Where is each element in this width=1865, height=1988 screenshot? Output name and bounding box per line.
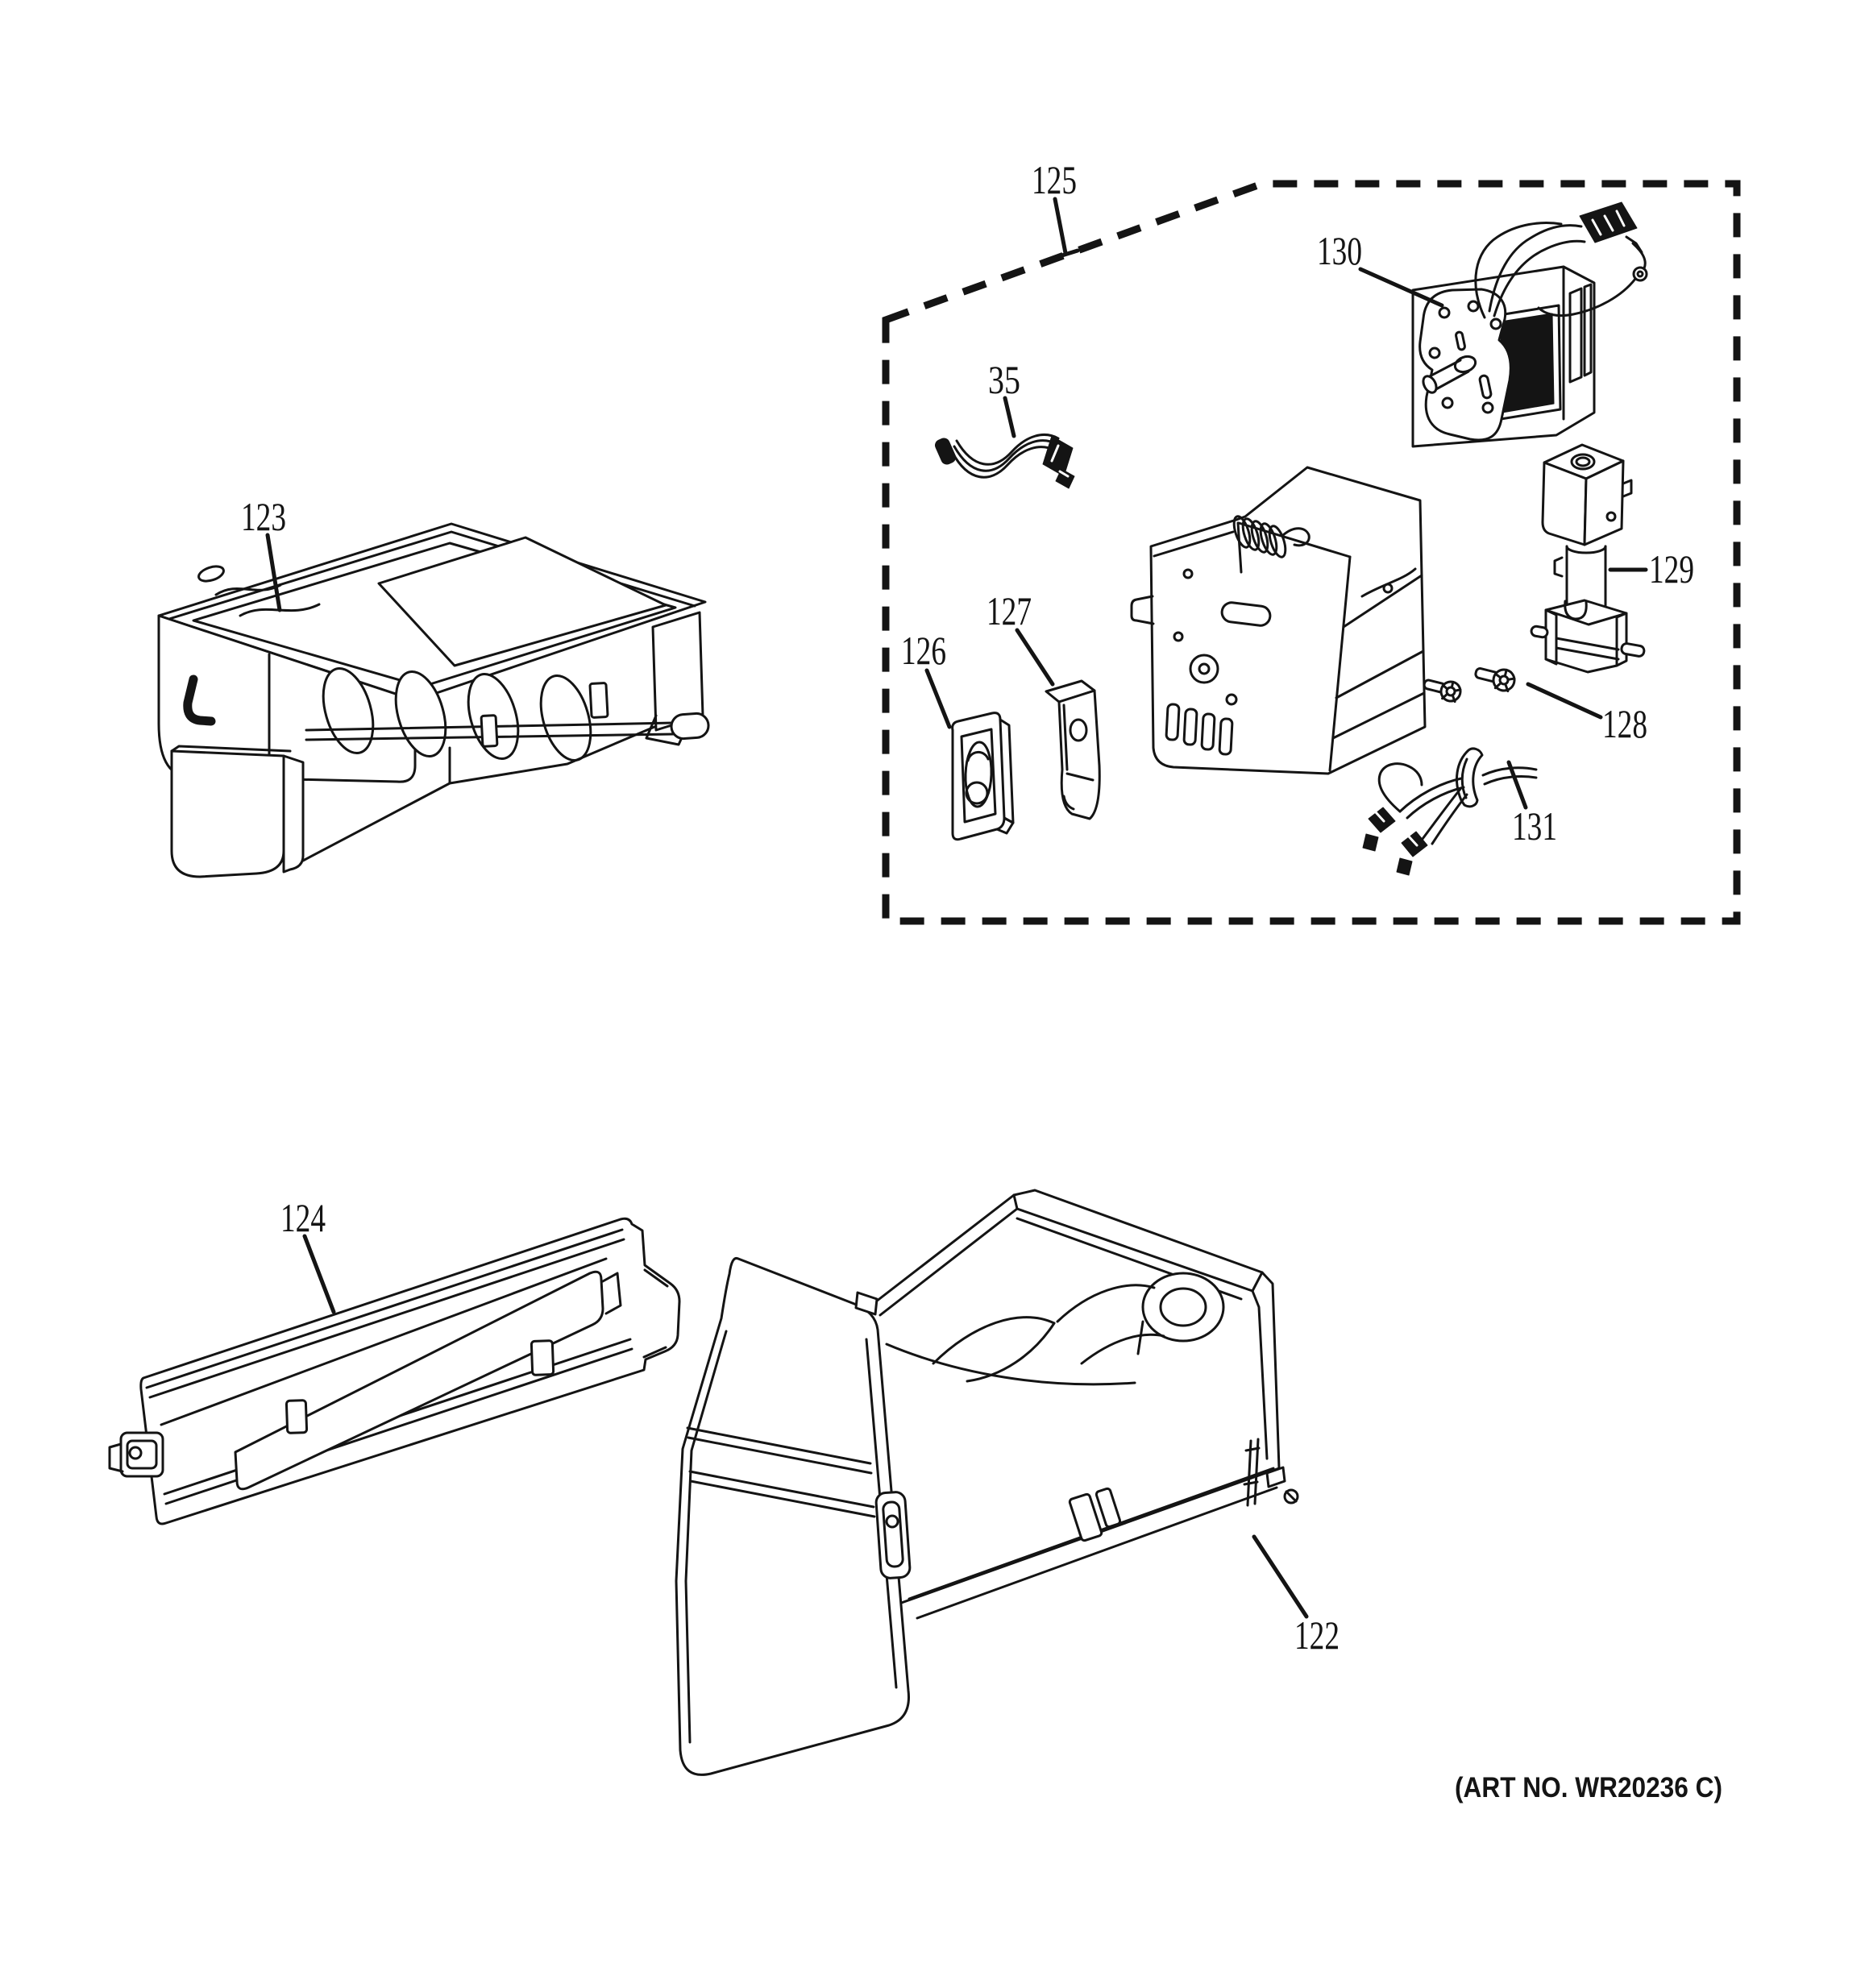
callout-123: 123 [241,494,286,539]
callout-129: 129 [1649,546,1694,591]
kit-boundary-box [882,180,1741,925]
icemaker-assembly-part-123 [157,522,710,878]
leader-124 [302,1234,336,1314]
screw [1423,679,1462,703]
ground-ring-terminal [1632,266,1648,282]
motor-gear-plate [1418,288,1512,442]
callout-130: 130 [1317,228,1362,273]
icemaker-mount-hook [183,674,216,726]
kit-boundary-outline [882,180,1741,925]
jumper-lead-part-35 [935,434,1075,489]
switch-part-126 [951,712,1015,841]
motor-shaft [1422,375,1438,394]
icemaker-control-module [1130,466,1427,775]
leader-125 [1052,197,1080,260]
leader-123 [265,533,282,612]
leader-128 [1526,682,1603,720]
callout-125: 125 [1032,157,1077,202]
screw [1474,667,1516,693]
callout-128: 128 [1602,701,1647,746]
auger-motor-part-130 [1411,201,1648,448]
bucket-auger-hub [1141,1272,1225,1343]
leader-127 [1015,628,1055,687]
callout-35: 35 [988,357,1020,402]
art-number: (ART NO. WR20236 C) [1455,1772,1722,1803]
bracket-part-127 [1045,679,1101,820]
callout-122: 122 [1294,1612,1340,1658]
leader-126 [924,668,952,729]
leader-131 [1506,760,1528,810]
callout-127: 127 [986,588,1032,633]
mounting-screws-part-128 [1423,667,1516,703]
leader-35 [1003,396,1016,438]
leader-122 [1252,1534,1309,1619]
fill-tube-spring [1232,515,1310,558]
switch-button [965,781,989,805]
bucket-front-tower [675,1256,910,1776]
ice-bucket-part-122 [675,1189,1299,1776]
dispenser-solenoid-part-129 [1530,443,1646,674]
callout-126: 126 [901,628,946,673]
leader-130 [1358,267,1444,308]
callout-124: 124 [280,1195,326,1240]
callout-131: 131 [1512,803,1557,849]
callout-leaders [265,197,1648,1619]
chute-door-panel-part-124 [108,1217,681,1525]
callout-labels: 123 124 125 35 126 127 128 129 130 131 1… [241,157,1694,1658]
